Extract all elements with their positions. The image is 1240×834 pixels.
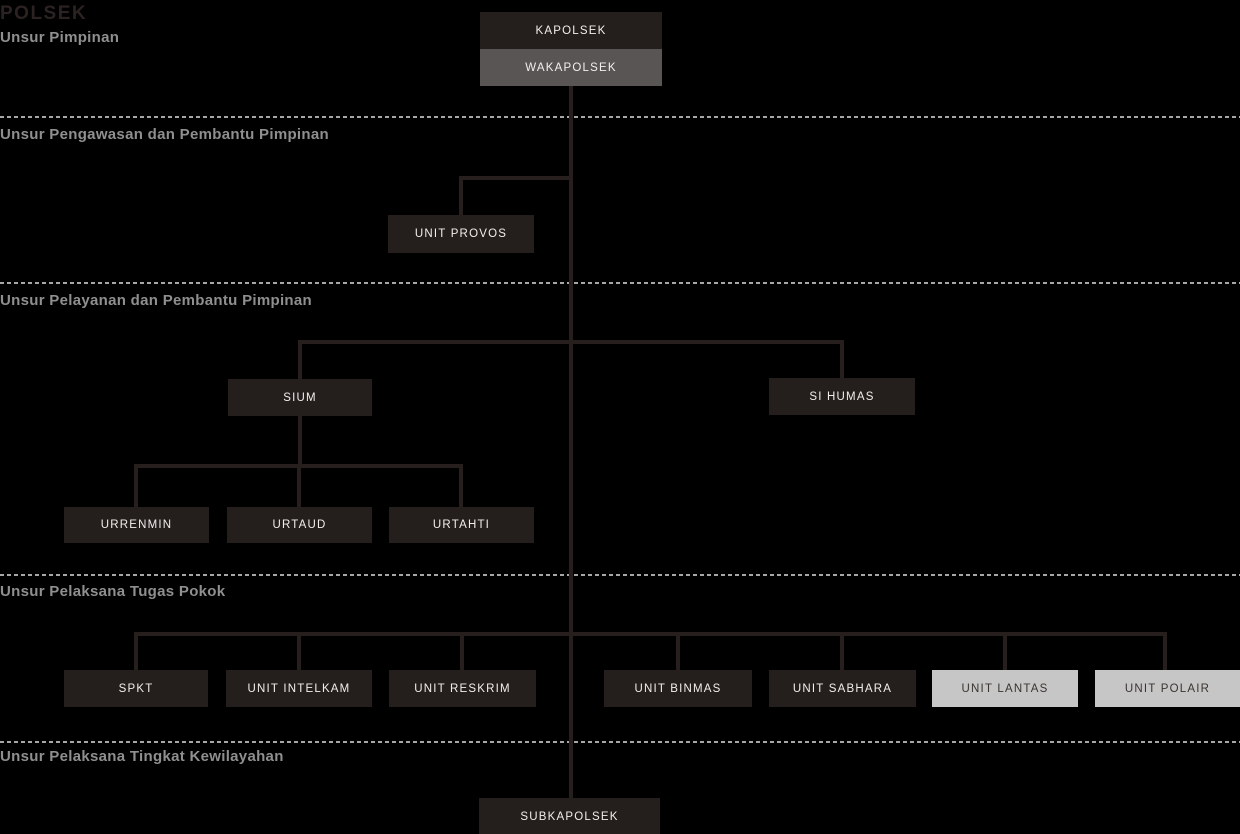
- connector-reskrim-drop: [460, 632, 464, 670]
- connector-provos-drop: [459, 176, 463, 215]
- node-si-humas: SI HUMAS: [769, 378, 915, 415]
- section-divider: [0, 116, 1240, 118]
- node-unit-binmas: UNIT BINMAS: [604, 670, 752, 707]
- connector-spkt-drop: [134, 632, 138, 670]
- connector-urrenmin-drop: [134, 464, 138, 507]
- section-heading-pengawasan: Unsur Pengawasan dan Pembantu Pimpinan: [0, 126, 329, 143]
- section-heading-pelayanan: Unsur Pelayanan dan Pembantu Pimpinan: [0, 292, 313, 309]
- connector-urtahti-drop: [459, 464, 463, 507]
- section-heading-pimpinan: Unsur Pimpinan: [0, 29, 120, 46]
- page-title: POLSEK: [0, 3, 88, 24]
- section-divider: [0, 741, 1240, 743]
- node-unit-reskrim: UNIT RESKRIM: [389, 670, 536, 707]
- connector-urtaud-drop: [297, 464, 301, 507]
- section-heading-kewilayahan: Unsur Pelaksana Tingkat Kewilayahan: [0, 748, 284, 765]
- connector-polair-drop: [1163, 632, 1167, 670]
- node-unit-intelkam: UNIT INTELKAM: [226, 670, 372, 707]
- node-unit-lantas: UNIT LANTAS: [932, 670, 1078, 707]
- node-kapolsek: KAPOLSEK: [480, 12, 662, 49]
- section-divider: [0, 282, 1240, 284]
- node-unit-sabhara: UNIT SABHARA: [769, 670, 916, 707]
- connector-provos-h: [460, 176, 573, 180]
- node-subkapolsek: SUBKAPOLSEK: [479, 798, 660, 834]
- node-urtaud: URTAUD: [227, 507, 372, 543]
- connector-sihumas-drop: [840, 340, 844, 378]
- node-urrenmin: URRENMIN: [64, 507, 209, 543]
- section-heading-tugas-pokok: Unsur Pelaksana Tugas Pokok: [0, 583, 226, 600]
- node-wakapolsek: WAKAPOLSEK: [480, 49, 662, 86]
- node-spkt: SPKT: [64, 670, 208, 707]
- connector-sium-child-v: [298, 416, 302, 468]
- connector-pokok-h: [134, 632, 1167, 636]
- connector-pelayanan-h: [298, 340, 844, 344]
- node-unit-polair: UNIT POLAIR: [1095, 670, 1240, 707]
- node-urtahti: URTAHTI: [389, 507, 534, 543]
- connector-trunk: [569, 86, 573, 798]
- node-unit-provos: UNIT PROVOS: [388, 215, 534, 253]
- connector-sium-drop: [298, 340, 302, 379]
- connector-intelkam-drop: [297, 632, 301, 670]
- connector-binmas-drop: [676, 632, 680, 670]
- connector-lantas-drop: [1003, 632, 1007, 670]
- connector-sabhara-drop: [840, 632, 844, 670]
- section-divider: [0, 574, 1240, 576]
- node-sium: SIUM: [228, 379, 372, 416]
